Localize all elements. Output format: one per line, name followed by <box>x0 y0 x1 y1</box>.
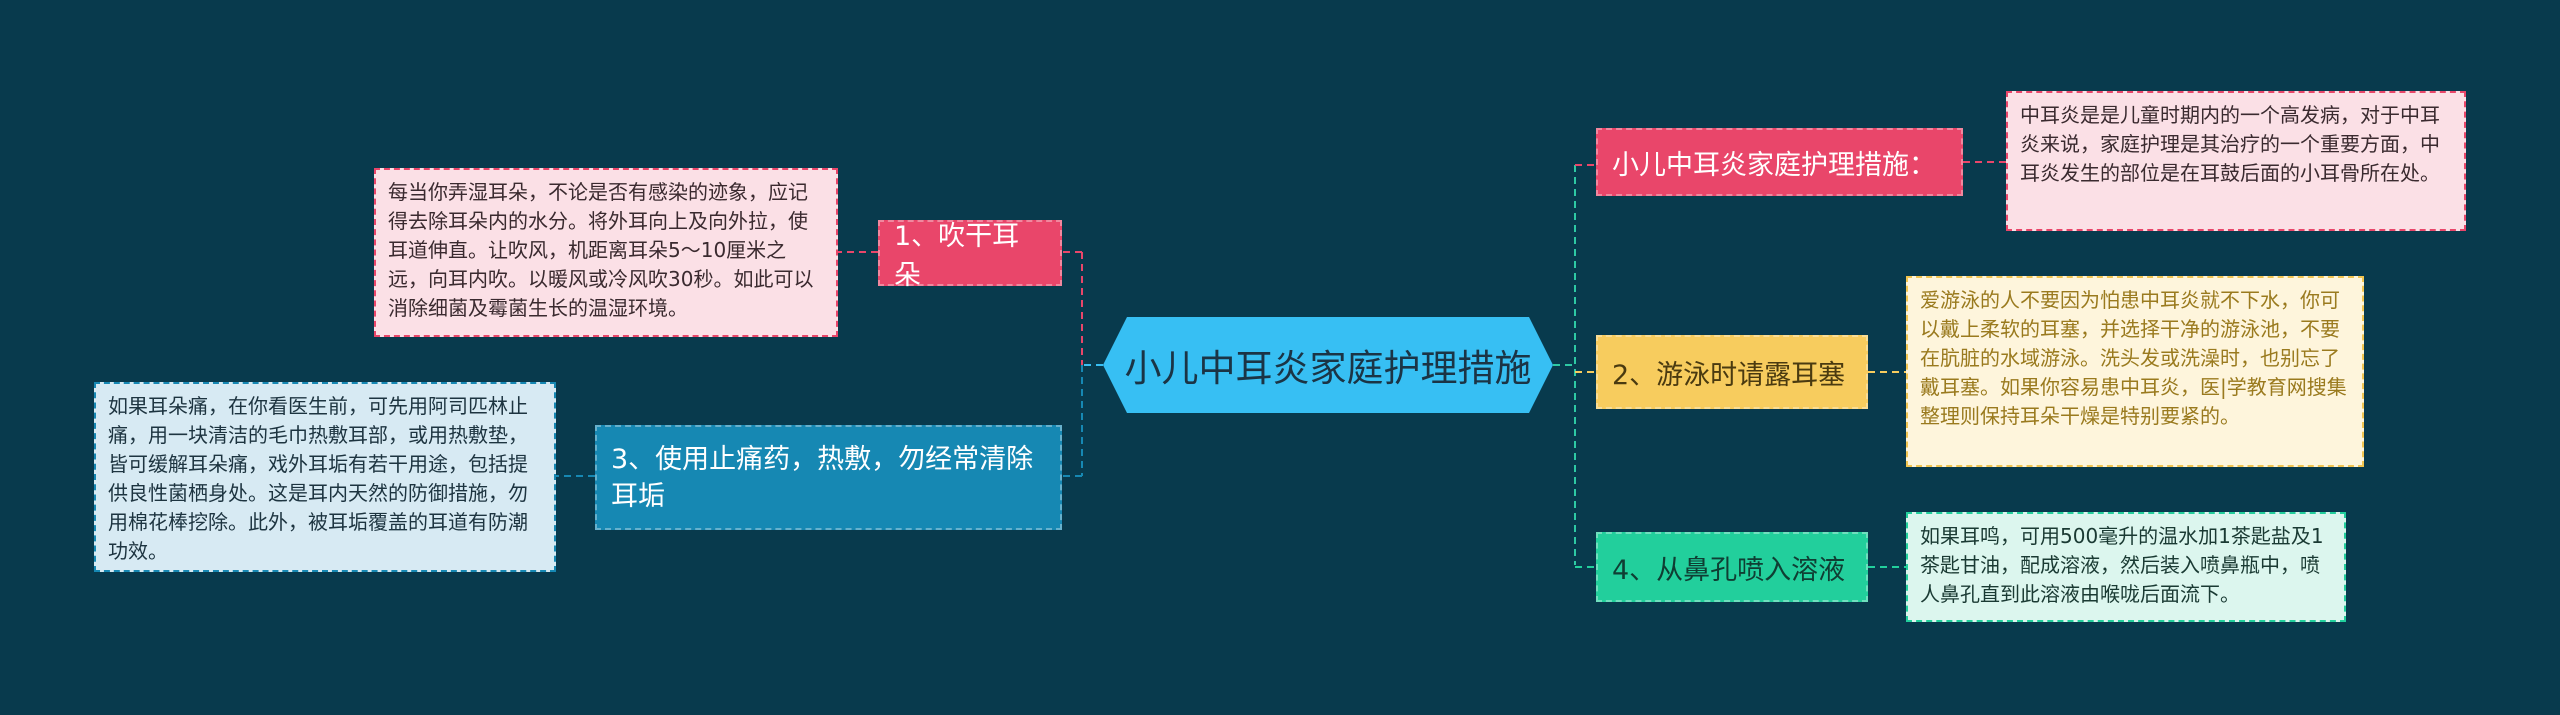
branch-pain-label: 3、使用止痛药，热敷，勿经常清除耳垢 <box>611 443 1034 512</box>
branch-pain[interactable]: 3、使用止痛药，热敷，勿经常清除耳垢 <box>595 425 1062 530</box>
branch-nose-label: 4、从鼻孔喷入溶液 <box>1612 554 1846 586</box>
branch-intro[interactable]: 小儿中耳炎家庭护理措施： <box>1596 128 1963 196</box>
branch-intro-label: 小儿中耳炎家庭护理措施： <box>1612 149 1936 181</box>
note-dry: 每当你弄湿耳朵，不论是否有感染的迹象，应记得去除耳朵内的水分。将外耳向上及向外拉… <box>374 168 838 337</box>
branch-dry-label: 1、吹干耳朵 <box>894 221 1020 291</box>
branch-swim-label: 2、游泳时请露耳塞 <box>1612 359 1846 391</box>
note-intro: 中耳炎是是儿童时期内的一个高发病，对于中耳炎来说，家庭护理是其治疗的一个重要方面… <box>2006 91 2466 231</box>
note-swim-text: 爱游泳的人不要因为怕患中耳炎就不下水，你可以戴上柔软的耳塞，并选择干净的游泳池，… <box>1920 288 2347 428</box>
note-swim: 爱游泳的人不要因为怕患中耳炎就不下水，你可以戴上柔软的耳塞，并选择干净的游泳池，… <box>1906 276 2364 467</box>
branch-swim[interactable]: 2、游泳时请露耳塞 <box>1596 335 1868 409</box>
central-topic-label: 小儿中耳炎家庭护理措施 <box>1124 347 1532 390</box>
central-topic[interactable]: 小儿中耳炎家庭护理措施 <box>1103 317 1553 413</box>
note-nose-text: 如果耳鸣，可用500毫升的温水加1茶匙盐及1茶匙甘油，配成溶液，然后装入喷鼻瓶中… <box>1920 524 2324 606</box>
note-intro-text: 中耳炎是是儿童时期内的一个高发病，对于中耳炎来说，家庭护理是其治疗的一个重要方面… <box>2020 103 2440 185</box>
note-dry-text: 每当你弄湿耳朵，不论是否有感染的迹象，应记得去除耳朵内的水分。将外耳向上及向外拉… <box>388 180 814 320</box>
branch-dry[interactable]: 1、吹干耳朵 <box>878 220 1062 291</box>
note-nose: 如果耳鸣，可用500毫升的温水加1茶匙盐及1茶匙甘油，配成溶液，然后装入喷鼻瓶中… <box>1906 512 2346 622</box>
branch-nose[interactable]: 4、从鼻孔喷入溶液 <box>1596 532 1868 602</box>
note-pain-text: 如果耳朵痛，在你看医生前，可先用阿司匹林止痛，用一块清洁的毛巾热敷耳部，或用热敷… <box>108 394 528 563</box>
note-pain: 如果耳朵痛，在你看医生前，可先用阿司匹林止痛，用一块清洁的毛巾热敷耳部，或用热敷… <box>94 382 556 572</box>
